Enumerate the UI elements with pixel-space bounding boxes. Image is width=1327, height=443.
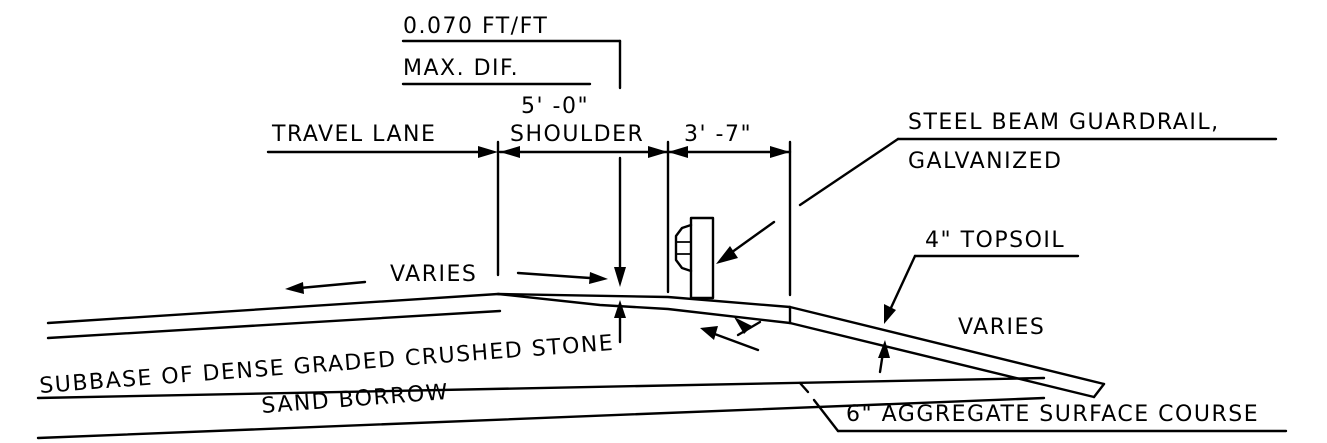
- topsoil-leader-arrow: [884, 304, 896, 324]
- shoulder-dim-arrow-left: [500, 146, 520, 158]
- foreslope-end: [1092, 382, 1106, 399]
- guardrail-post: [689, 216, 715, 300]
- aggregate-pointer-arrow-lower: [700, 326, 718, 340]
- varies-right-label: VARIES: [958, 315, 1045, 340]
- guardrail-beam: [674, 223, 693, 273]
- foreslope-top: [788, 305, 1106, 386]
- varies-left-label: VARIES: [390, 262, 477, 287]
- sand-borrow-label: SAND BORROW: [261, 380, 450, 419]
- slope-label: 0.070 FT/FT: [403, 14, 548, 39]
- guardrail-label-line1: STEEL BEAM GUARDRAIL,: [908, 110, 1220, 135]
- post-pointer-line: [726, 220, 776, 257]
- aggregate-pointer-lower: [710, 331, 760, 352]
- varies-left-leader-right: [516, 271, 592, 280]
- aggregate-leader: [812, 398, 840, 433]
- varies-right-arrow: [878, 340, 890, 358]
- travel-lane-arrow: [478, 146, 498, 158]
- aggregate-label: 6" AGGREGATE SURFACE COURSE: [846, 402, 1259, 427]
- pavement-base-line: [46, 309, 502, 340]
- slope-leader-arrow: [614, 267, 626, 287]
- post-offset-arrow-right: [770, 146, 790, 158]
- varies-left-arrow-left: [285, 282, 304, 294]
- guardrail-label-line2: GALVANIZED: [908, 149, 1063, 174]
- finished-surface-line: [46, 292, 792, 325]
- varies-left-arrow-right: [589, 272, 608, 284]
- travel-lane-label: TRAVEL LANE: [271, 122, 436, 147]
- subbase-line: [36, 376, 1046, 400]
- varies-left-leader-left: [298, 280, 367, 290]
- post-pointer-arrow: [716, 246, 738, 264]
- foreslope-bottom: [788, 321, 1096, 399]
- sand-borrow-line: [36, 396, 1046, 440]
- topsoil-leader: [888, 254, 917, 312]
- aggregate-pointer-arrow-upper: [734, 317, 752, 334]
- post-offset-arrow-left: [668, 146, 688, 158]
- shoulder-width-label: 5' -0": [521, 94, 589, 119]
- aggregate-dash-1: [798, 381, 810, 394]
- max-dif-label: MAX. DIF.: [403, 56, 519, 81]
- post-offset-label: 3' -7": [684, 122, 752, 147]
- shoulder-dim-arrow-right: [648, 146, 668, 158]
- topsoil-label: 4" TOPSOIL: [925, 228, 1065, 253]
- shoulder-label: SHOULDER: [510, 122, 644, 147]
- max-dif-indicator-arrow: [614, 300, 626, 318]
- guardrail-leader: [798, 137, 900, 207]
- shoulder-aggregate-bottom: [496, 292, 792, 325]
